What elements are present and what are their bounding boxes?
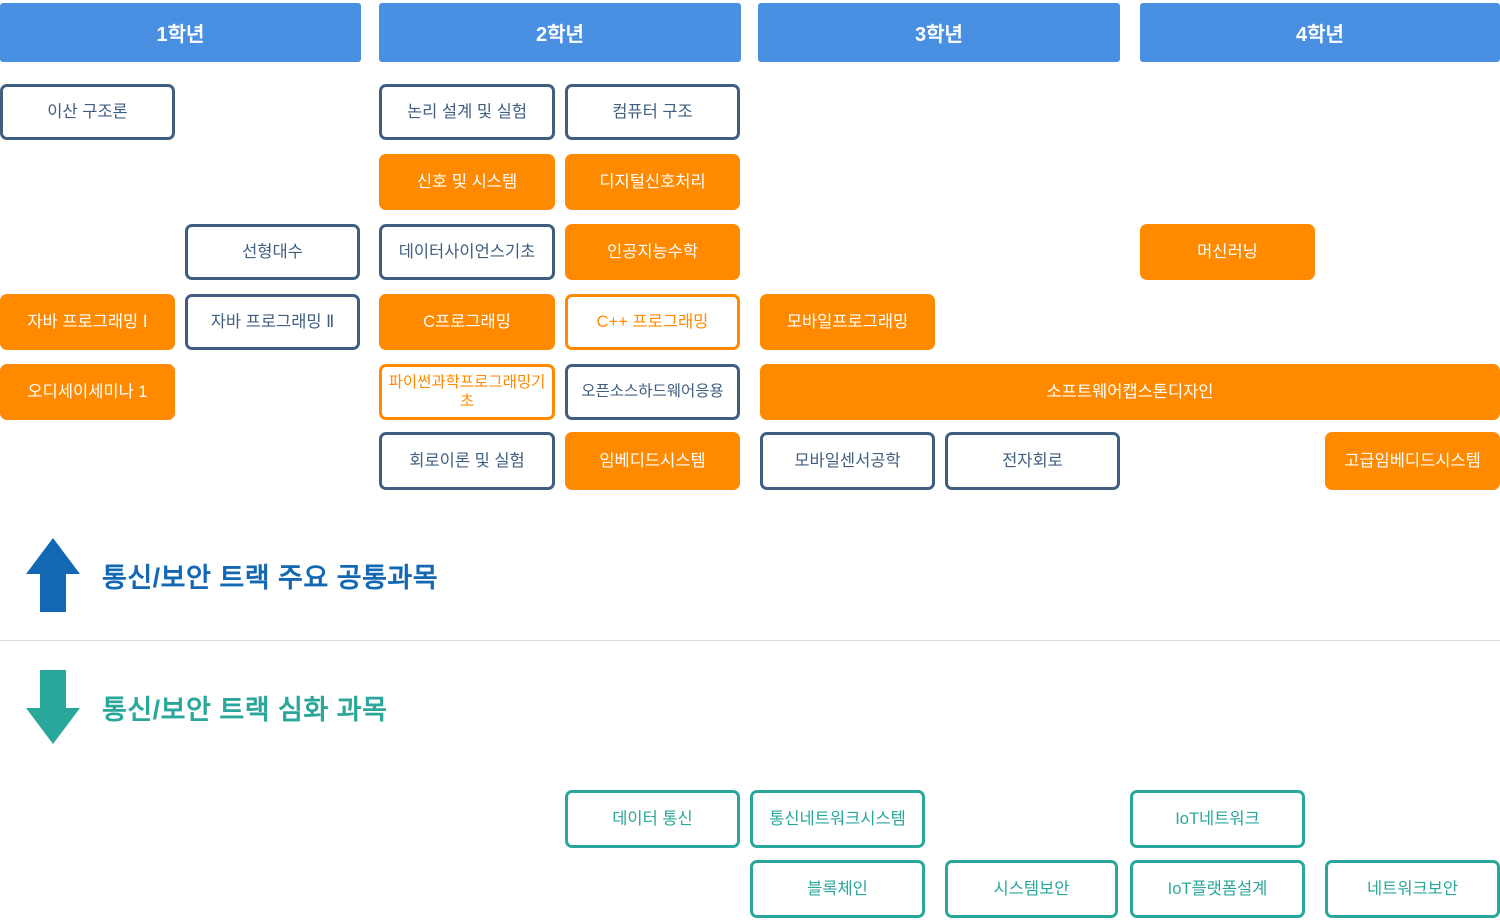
course-odyssey-seminar-1: 오디세이세미나 1 bbox=[0, 364, 175, 420]
course-data-communication: 데이터 통신 bbox=[565, 790, 740, 848]
header-year-3: 3학년 bbox=[758, 3, 1120, 62]
legend-advanced-track: 통신/보안 트랙 심화 과목 bbox=[26, 670, 387, 744]
course-java-programming-1: 자바 프로그래밍 Ⅰ bbox=[0, 294, 175, 350]
legend-common-track: 통신/보안 트랙 주요 공통과목 bbox=[26, 538, 438, 612]
course-mobile-programming: 모바일프로그래밍 bbox=[760, 294, 935, 350]
down-arrow-icon bbox=[26, 670, 80, 744]
course-python-scientific-programming: 파이썬과학프로그래밍기초 bbox=[379, 364, 555, 420]
section-divider bbox=[0, 640, 1500, 641]
course-computer-architecture: 컴퓨터 구조 bbox=[565, 84, 740, 140]
course-mobile-sensor-engineering: 모바일센서공학 bbox=[760, 432, 935, 490]
course-embedded-systems: 임베디드시스템 bbox=[565, 432, 740, 490]
header-year-4: 4학년 bbox=[1140, 3, 1500, 62]
course-advanced-embedded-systems: 고급임베디드시스템 bbox=[1325, 432, 1500, 490]
course-network-security: 네트워크보안 bbox=[1325, 860, 1500, 918]
course-comm-network-systems: 통신네트워크시스템 bbox=[750, 790, 925, 848]
course-iot-platform-design: IoT플랫폼설계 bbox=[1130, 860, 1305, 918]
course-digital-signal-processing: 디지털신호처리 bbox=[565, 154, 740, 210]
up-arrow-icon bbox=[26, 538, 80, 612]
course-machine-learning: 머신러닝 bbox=[1140, 224, 1315, 280]
course-ai-math: 인공지능수학 bbox=[565, 224, 740, 280]
course-circuit-theory-lab: 회로이론 및 실험 bbox=[379, 432, 555, 490]
course-signals-and-systems: 신호 및 시스템 bbox=[379, 154, 555, 210]
course-logic-design-lab: 논리 설계 및 실험 bbox=[379, 84, 555, 140]
course-linear-algebra: 선형대수 bbox=[185, 224, 360, 280]
course-c-programming: C프로그래밍 bbox=[379, 294, 555, 350]
legend-common-label: 통신/보안 트랙 주요 공통과목 bbox=[102, 562, 439, 593]
header-year-2: 2학년 bbox=[379, 3, 741, 62]
course-data-science-basics: 데이터사이언스기초 bbox=[379, 224, 555, 280]
course-electronic-circuits: 전자회로 bbox=[945, 432, 1120, 490]
header-year-1: 1학년 bbox=[0, 3, 361, 62]
course-discrete-structures: 이산 구조론 bbox=[0, 84, 175, 140]
course-software-capstone-design: 소프트웨어캡스톤디자인 bbox=[760, 364, 1500, 420]
course-blockchain: 블록체인 bbox=[750, 860, 925, 918]
legend-advanced-label: 통신/보안 트랙 심화 과목 bbox=[102, 694, 388, 725]
course-system-security: 시스템보안 bbox=[945, 860, 1118, 918]
course-cpp-programming: C++ 프로그래밍 bbox=[565, 294, 740, 350]
course-iot-network: IoT네트워크 bbox=[1130, 790, 1305, 848]
course-java-programming-2: 자바 프로그래밍 Ⅱ bbox=[185, 294, 360, 350]
course-open-source-hardware: 오픈소스하드웨어응용 bbox=[565, 364, 740, 420]
